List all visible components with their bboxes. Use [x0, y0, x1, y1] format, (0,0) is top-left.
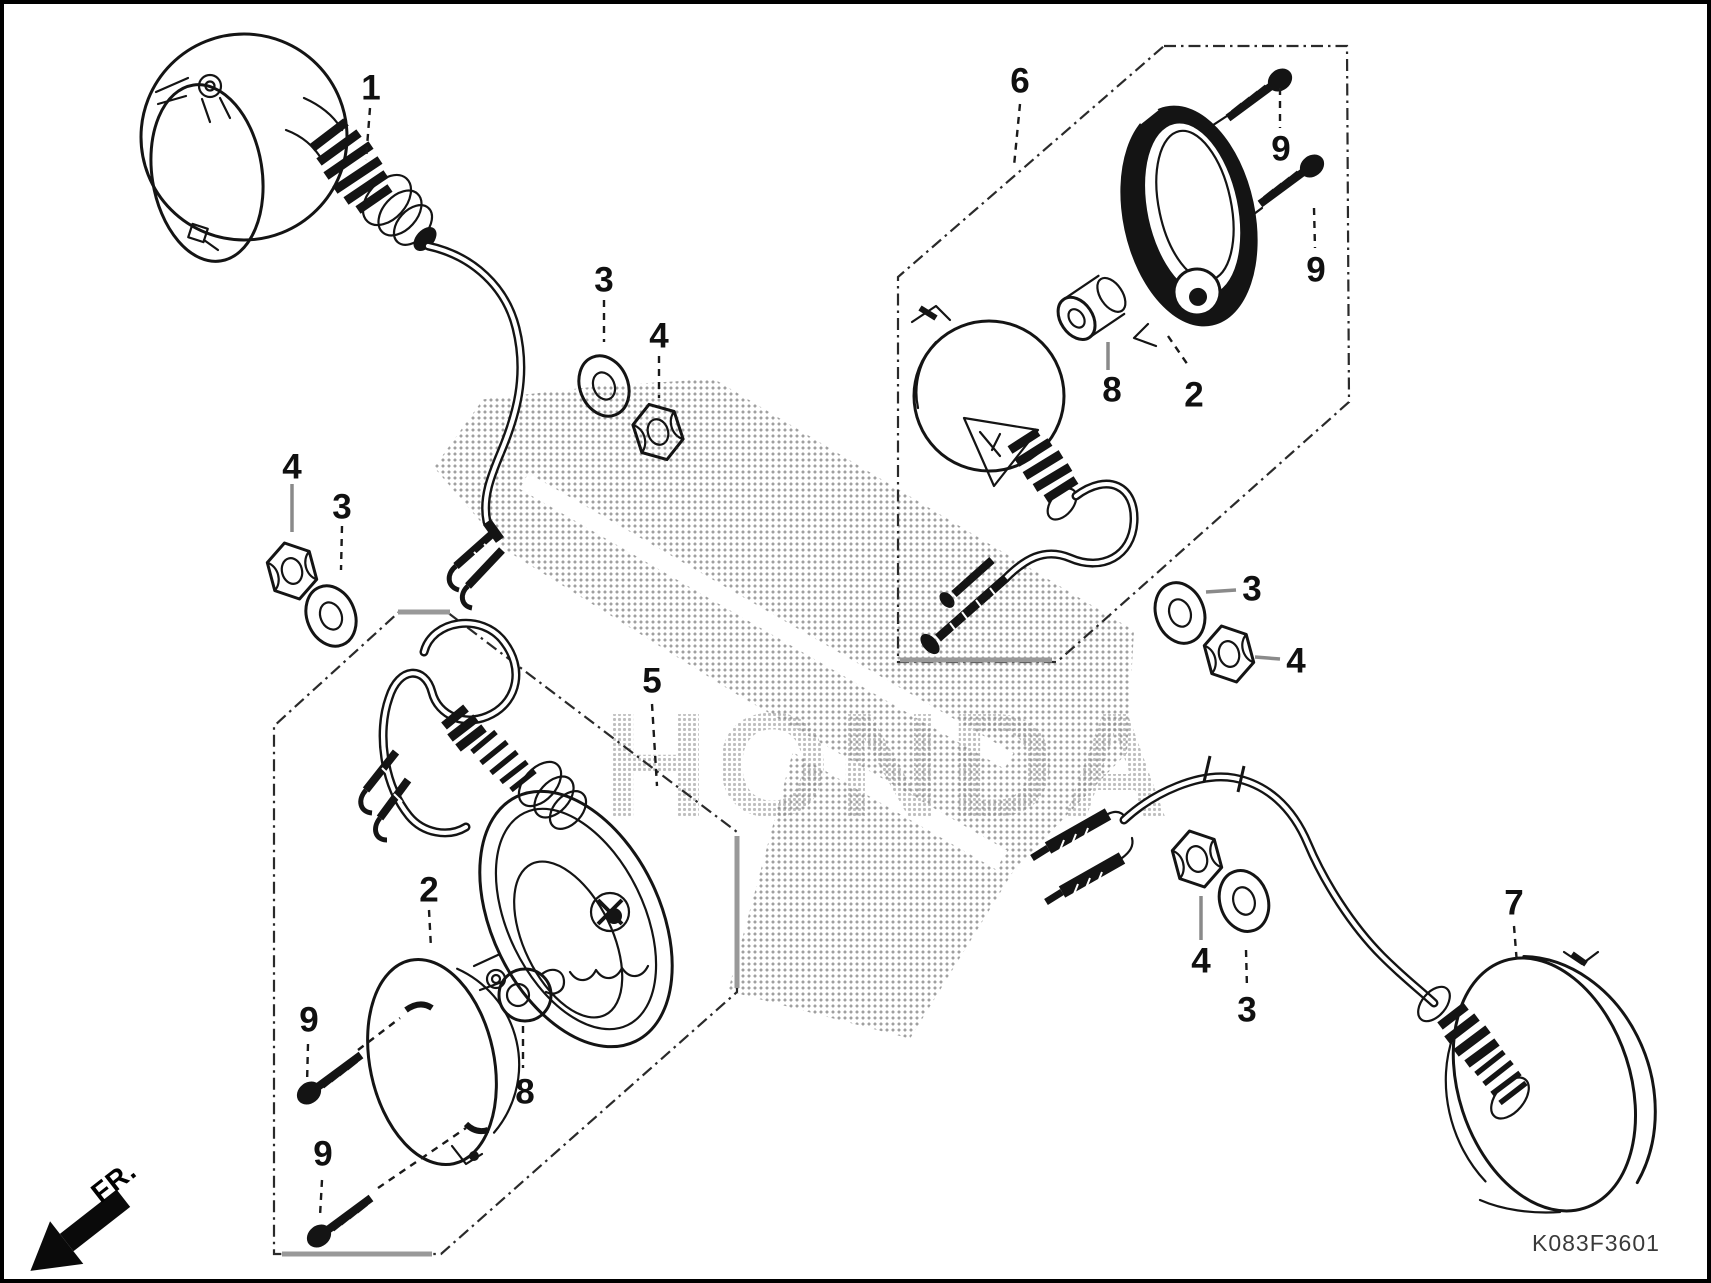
- callout-2-a: 2: [1184, 375, 1204, 415]
- nut-4-top: [626, 396, 690, 468]
- callout-6: 6: [1010, 61, 1030, 101]
- fr-arrow: [30, 1189, 131, 1271]
- washer-3-bottom: [1210, 862, 1278, 940]
- callout-8-b: 8: [515, 1072, 535, 1112]
- washer-3-top: [568, 346, 640, 426]
- parts-diagram-art: [30, 32, 1657, 1271]
- winker-assembly-front-left: [139, 32, 526, 611]
- winker-exploded-rear-left: [292, 618, 674, 1252]
- callout-9-a: 9: [1271, 129, 1291, 169]
- callout-3-b: 3: [332, 487, 352, 527]
- callout-leaders: [290, 88, 1519, 1217]
- washer-3-right: [1145, 574, 1215, 652]
- diagram-part-code: K083F3601: [1532, 1230, 1660, 1256]
- callout-8-a: 8: [1102, 370, 1122, 410]
- honda-watermark-text: HONDA: [602, 683, 1175, 848]
- winker-exploded-front-right: [910, 64, 1329, 655]
- callout-1: 1: [361, 68, 381, 108]
- nut-4-right: [1199, 618, 1259, 690]
- exploded-box-rear-left: [272, 609, 740, 1257]
- callout-9-d: 9: [313, 1134, 333, 1174]
- callout-3-c: 3: [1242, 569, 1262, 609]
- callout-9-b: 9: [1306, 250, 1326, 290]
- callout-4-d: 4: [1191, 941, 1211, 981]
- winker-assembly-rear-right: [1030, 755, 1657, 1214]
- callout-4-a: 4: [649, 316, 669, 356]
- nut-4-bottom: [1167, 823, 1227, 895]
- callout-9-c: 9: [299, 1000, 319, 1040]
- callout-7: 7: [1504, 883, 1524, 923]
- callout-4-b: 4: [282, 447, 302, 487]
- callout-5: 5: [642, 661, 662, 701]
- callout-4-c: 4: [1286, 641, 1306, 681]
- callout-3-a: 3: [594, 260, 614, 300]
- exploded-box-front-right: [896, 44, 1351, 664]
- callout-3-d: 3: [1237, 990, 1257, 1030]
- callout-2-b: 2: [419, 870, 439, 910]
